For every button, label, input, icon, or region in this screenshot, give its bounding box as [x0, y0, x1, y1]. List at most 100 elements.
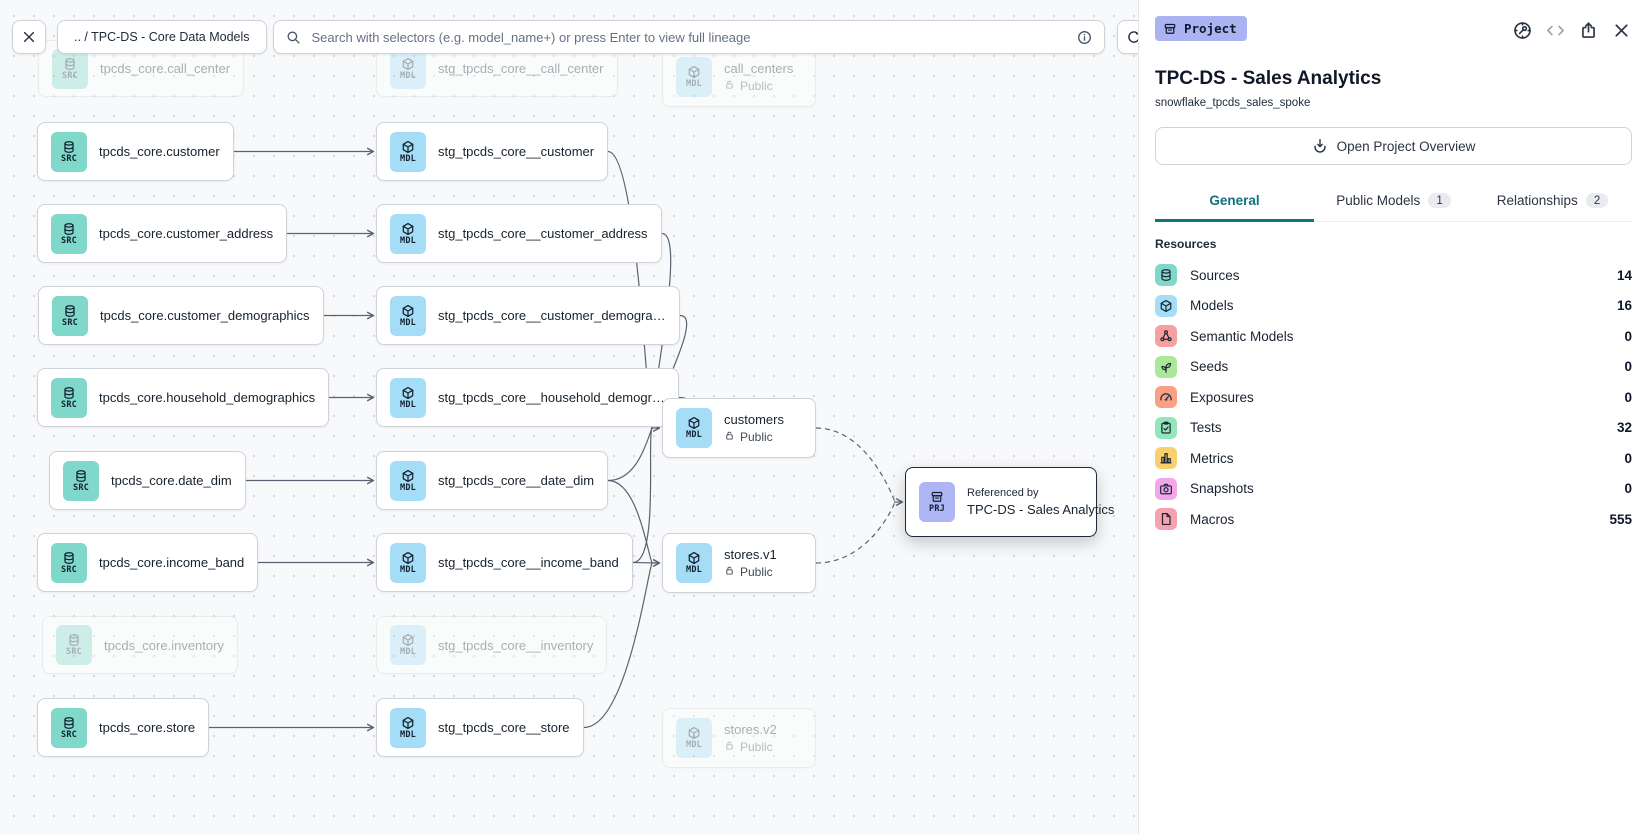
- node-label: tpcds_core.store: [99, 720, 196, 735]
- resource-label: Snapshots: [1190, 481, 1254, 497]
- tab-label: Public Models: [1336, 193, 1421, 208]
- node-type-label: MDL: [400, 317, 416, 328]
- node-src_inventory[interactable]: SRC tpcds_core.inventory: [42, 616, 238, 674]
- node-label: stg_tpcds_core__customer_address: [438, 226, 648, 241]
- resource-label: Seeds: [1190, 359, 1229, 375]
- node-label: stg_tpcds_core__store: [438, 720, 570, 735]
- node-type-label: SRC: [61, 153, 77, 164]
- search-input[interactable]: [309, 28, 1068, 46]
- close-panel-button[interactable]: [1610, 19, 1632, 41]
- node-type-label: SRC: [61, 235, 77, 246]
- details-panel: Project TPC-DS - Sales Analytics snowfla…: [1138, 0, 1648, 834]
- node-type-label: MDL: [686, 430, 702, 440]
- resource-row-snapshots[interactable]: Snapshots 0: [1155, 474, 1632, 505]
- node-label: call_centers: [724, 61, 794, 76]
- database-icon: SRC: [51, 542, 87, 583]
- tab-count-badge: 2: [1585, 193, 1609, 208]
- cube-icon: MDL: [676, 718, 712, 758]
- node-mdl_stg_customer_address[interactable]: MDL stg_tpcds_core__customer_address: [376, 204, 662, 263]
- resource-count: 0: [1624, 481, 1632, 497]
- node-src_household_demographics[interactable]: SRC tpcds_core.household_demographics: [37, 368, 330, 427]
- node-type-label: SRC: [73, 482, 89, 493]
- open-project-overview-label: Open Project Overview: [1336, 138, 1476, 154]
- node-label: stg_tpcds_core__date_dim: [438, 473, 595, 488]
- node-type-label: MDL: [400, 153, 416, 164]
- node-type-label: PRJ: [929, 504, 945, 514]
- resource-label: Semantic Models: [1190, 328, 1294, 344]
- node-type-label: SRC: [62, 70, 78, 81]
- semantic-model-icon: [1155, 325, 1177, 348]
- node-type-label: SRC: [61, 564, 77, 575]
- info-icon[interactable]: [1077, 30, 1092, 45]
- database-icon: SRC: [52, 295, 88, 336]
- node-type-label: MDL: [686, 79, 702, 89]
- cube-icon: MDL: [390, 295, 426, 336]
- node-label: stg_tpcds_core__inventory: [438, 637, 594, 653]
- database-icon: SRC: [51, 377, 87, 418]
- resource-row-sources[interactable]: Sources 14: [1155, 260, 1632, 291]
- resource-count: 14: [1616, 267, 1632, 283]
- tab-general[interactable]: General: [1155, 187, 1314, 222]
- lineage-compass-button[interactable]: [1511, 19, 1533, 41]
- node-type-label: MDL: [400, 564, 416, 575]
- panel-actions: [1511, 19, 1632, 41]
- database-icon: SRC: [51, 707, 87, 748]
- node-src_store[interactable]: SRC tpcds_core.store: [37, 698, 210, 757]
- node-label: stg_tpcds_core__customer: [438, 144, 595, 159]
- project-subtitle: snowflake_tpcds_sales_spoke: [1155, 97, 1311, 109]
- resource-label: Sources: [1190, 267, 1240, 283]
- project-type-badge: Project: [1155, 16, 1247, 41]
- cube-icon: [1155, 294, 1177, 317]
- share-button[interactable]: [1577, 19, 1599, 41]
- node-mdl_stg_customer[interactable]: MDL stg_tpcds_core__customer: [376, 122, 609, 181]
- resource-label: Models: [1190, 298, 1234, 314]
- project-type-label: Project: [1184, 21, 1237, 36]
- node-access-label: Public: [740, 79, 773, 93]
- node-type-label: MDL: [400, 235, 416, 246]
- tab-label: General: [1209, 193, 1260, 208]
- code-button[interactable]: [1544, 19, 1566, 41]
- resource-count: 0: [1624, 389, 1632, 405]
- node-label: TPC-DS - Sales Analytics: [967, 502, 1115, 517]
- database-icon: SRC: [51, 131, 87, 172]
- page-title: TPC-DS - Sales Analytics: [1155, 68, 1382, 89]
- breadcrumb[interactable]: .. / TPC-DS - Core Data Models: [57, 20, 267, 54]
- node-label: tpcds_core.household_demographics: [99, 390, 316, 405]
- node-type-label: SRC: [61, 399, 77, 410]
- node-label: stores.v2: [724, 722, 777, 737]
- close-lineage-button[interactable]: [12, 20, 46, 54]
- node-label: tpcds_core.inventory: [104, 637, 224, 653]
- search-bar: [272, 20, 1105, 54]
- code-icon: [1546, 21, 1565, 40]
- cube-icon: MDL: [390, 131, 426, 172]
- open-project-overview-button[interactable]: Open Project Overview: [1155, 127, 1632, 165]
- database-icon: SRC: [56, 625, 92, 665]
